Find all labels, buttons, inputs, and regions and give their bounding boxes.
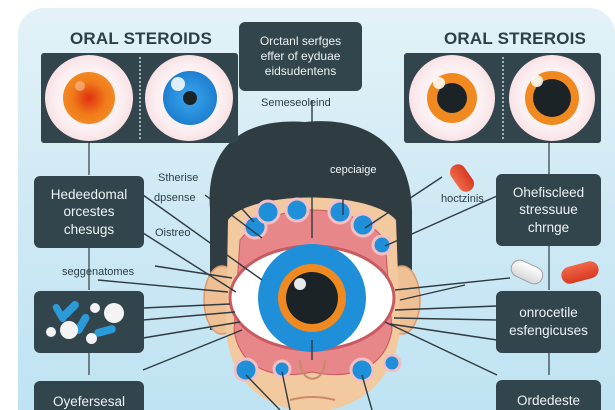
label-oistreo: Oistreo: [155, 227, 191, 239]
label-dpsense: dpsense: [154, 192, 196, 204]
eye-orange-ring-2: [509, 55, 595, 141]
infographic-canvas: ORAL STEROIDS ORAL STREROIS O: [18, 8, 615, 410]
right-info-box-2: onrocetile esfengicuses: [496, 291, 601, 353]
left-info-box-1: Hedeedomal orcestes chesugs: [34, 176, 144, 248]
right-info-box-3: Ordedeste renerdeatns: [496, 380, 601, 410]
pills-icon: [44, 297, 134, 347]
label-stherise: Stherise: [158, 172, 199, 184]
eye-orange-ring-1: [409, 55, 495, 141]
right-info-box-1: Ohefiscleed stressuue chrnge: [496, 174, 601, 246]
center-label: Semeseoleind: [261, 97, 331, 109]
left-panel-title: ORAL STEROIDS: [70, 29, 213, 48]
center-info-box: Orctanl serfges effer of eyduae eidsuden…: [239, 22, 362, 91]
left-eye-panel: [41, 53, 238, 143]
right-eye-panel: [404, 53, 601, 143]
label-cepciaige: cepciaige: [330, 164, 377, 176]
eye-orange-iris: [45, 55, 133, 141]
face-illustration: [88, 100, 550, 410]
eye-blue-iris: [145, 55, 233, 141]
label-hoctzinis: hoctzinis: [441, 193, 484, 205]
right-panel-title: ORAL STREROIS: [444, 29, 587, 48]
label-seggenatomes: seggenatomes: [62, 266, 135, 278]
left-info-box-2: Oyefersesal ronesecon: [34, 381, 144, 410]
left-pills-box: [34, 291, 144, 353]
